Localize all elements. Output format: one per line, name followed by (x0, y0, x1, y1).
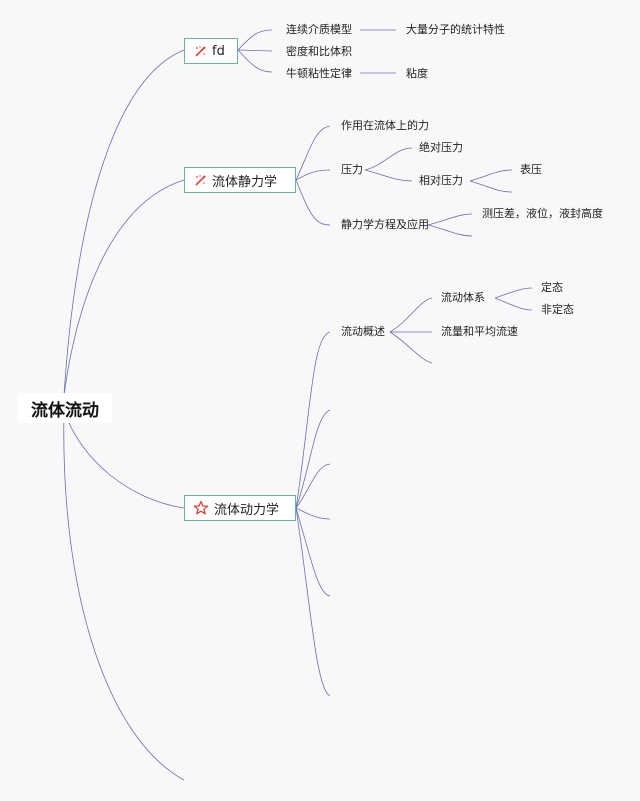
connector-statics-3 (295, 179, 331, 226)
node-steady-state[interactable]: 定态 (541, 281, 563, 294)
connector-overview-1 (389, 297, 433, 333)
connector-root-dynamics (63, 409, 185, 509)
connector-dyn-1 (295, 331, 331, 509)
node-molecular-statistics[interactable]: 大量分子的统计特性 (406, 23, 505, 36)
connector-dyn-3 (295, 463, 331, 509)
node-viscosity[interactable]: 粘度 (406, 67, 428, 80)
connector-gauge-2 (469, 180, 513, 193)
root-label: 流体流动 (31, 400, 99, 421)
connector-root-fd (63, 49, 185, 396)
connector-regime-1 (494, 287, 533, 299)
connector-pressure-2 (364, 169, 413, 182)
sparkle-pen-icon (193, 173, 207, 187)
connector-fd-1 (237, 29, 273, 51)
node-flow-rate-velocity[interactable]: 流量和平均流速 (441, 325, 518, 338)
connector-regime-2 (494, 297, 533, 311)
topic-fd-label: fd (212, 43, 225, 59)
node-gauge-pressure[interactable]: 表压 (520, 163, 542, 176)
node-absolute-pressure[interactable]: 绝对压力 (419, 141, 463, 154)
connector-pressure-1 (364, 147, 413, 171)
connector-dyn-2 (295, 409, 331, 509)
connector-apps-2 (427, 224, 473, 237)
connector-dyn-4 (295, 507, 331, 520)
connector-overview-3 (389, 331, 433, 364)
node-density-specific-volume[interactable]: 密度和比体积 (286, 45, 352, 58)
root-node[interactable]: 流体流动 (18, 393, 112, 423)
topic-fd[interactable]: fd (184, 38, 238, 64)
topic-statics-label: 流体静力学 (212, 174, 278, 190)
node-statics-equation[interactable]: 静力学方程及应用 (341, 218, 429, 231)
connector-gauge-1 (469, 169, 513, 182)
connector-fd-3 (237, 49, 273, 73)
connector-root-bottom (63, 409, 185, 781)
node-continuum-model[interactable]: 连续介质模型 (286, 23, 352, 36)
connector-fd-2 (237, 49, 273, 52)
connector-root-statics (63, 179, 185, 396)
topic-dynamics-label: 流体动力学 (214, 502, 280, 518)
node-flow-overview[interactable]: 流动概述 (341, 325, 385, 338)
connector-apps-1 (427, 213, 473, 226)
node-flow-system[interactable]: 流动体系 (441, 291, 485, 304)
connector-dyn-5 (295, 507, 331, 597)
connector-statics-2 (295, 169, 331, 181)
sparkle-pen-icon (193, 44, 207, 58)
node-relative-pressure[interactable]: 相对压力 (419, 174, 463, 187)
node-newton-viscosity-law[interactable]: 牛顿粘性定律 (286, 67, 352, 80)
node-applications[interactable]: 测压差，液位，液封高度 (482, 207, 603, 220)
node-unsteady-state[interactable]: 非定态 (541, 303, 574, 316)
topic-statics[interactable]: 流体静力学 (184, 167, 296, 193)
node-forces-on-fluid[interactable]: 作用在流体上的力 (341, 119, 429, 132)
connector-statics-1 (295, 125, 331, 181)
topic-dynamics[interactable]: 流体动力学 (184, 495, 296, 521)
star-outline-icon (193, 500, 209, 516)
node-pressure[interactable]: 压力 (341, 163, 363, 176)
connector-dyn-6 (295, 507, 331, 697)
